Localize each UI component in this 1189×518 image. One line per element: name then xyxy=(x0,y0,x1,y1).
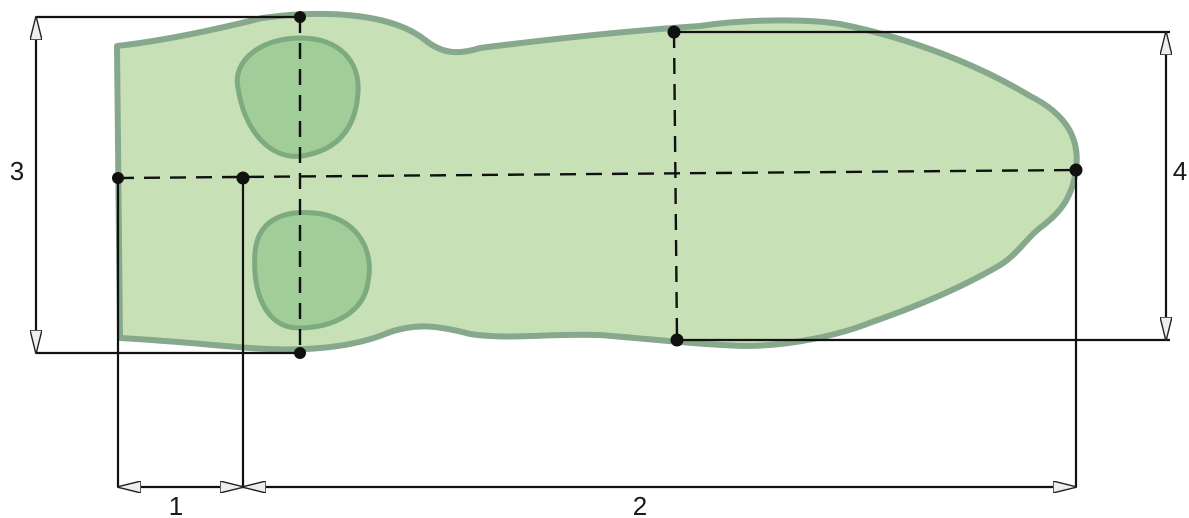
point-anterior-end xyxy=(112,172,124,184)
point-body-top xyxy=(667,25,681,39)
lower-spot xyxy=(252,210,372,331)
point-posterior-end xyxy=(1069,163,1083,177)
upper-spot xyxy=(234,35,361,159)
point-head-bottom xyxy=(294,347,306,359)
point-mid xyxy=(236,171,250,185)
point-body-bottom xyxy=(670,333,684,347)
dimension-label-2: 2 xyxy=(633,491,647,518)
point-head-top xyxy=(294,11,306,23)
dimension-label-3: 3 xyxy=(10,156,24,186)
dimension-label-1: 1 xyxy=(169,491,183,518)
midline-dashed xyxy=(117,168,1077,180)
dimension-label-4: 4 xyxy=(1173,156,1187,186)
